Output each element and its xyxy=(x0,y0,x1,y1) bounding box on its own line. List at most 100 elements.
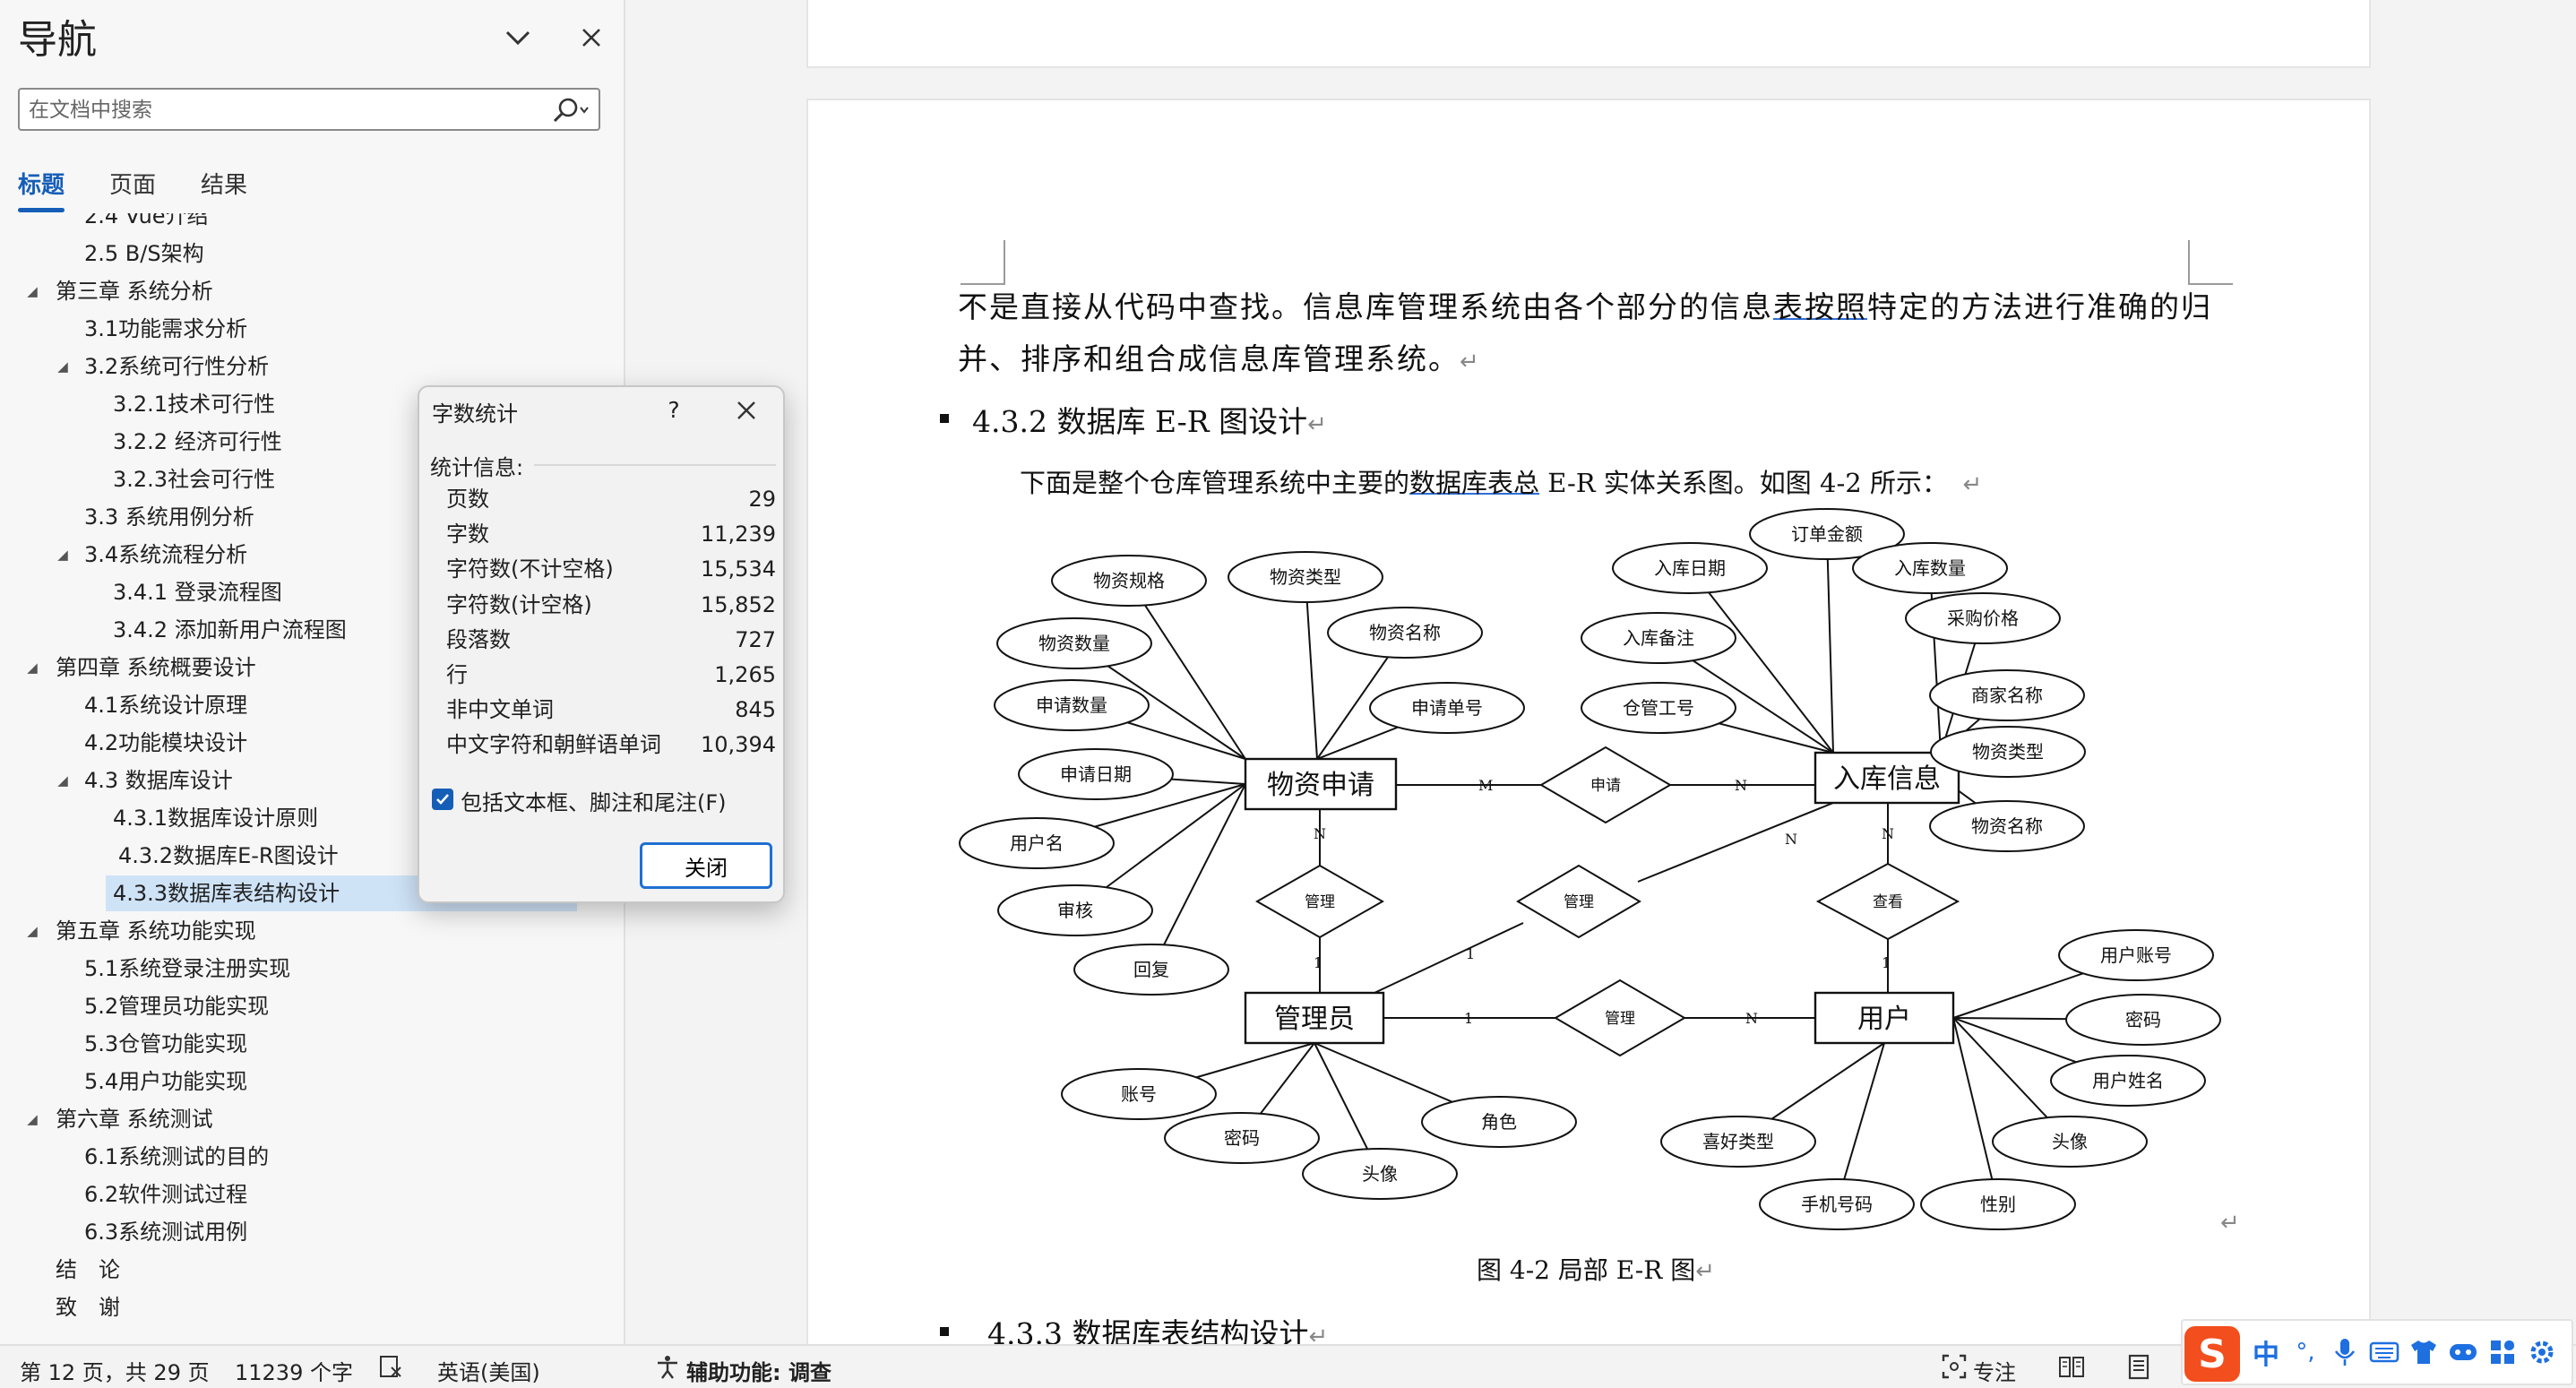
help-button[interactable]: ? xyxy=(668,397,680,423)
tab-pages[interactable]: 页面 xyxy=(109,172,157,199)
nav-tree-item[interactable]: ◢3.4系统流程分析 xyxy=(0,536,624,573)
nav-tree-label: 3.2系统可行性分析 xyxy=(84,354,270,379)
keyboard-icon[interactable] xyxy=(2365,1333,2403,1371)
nav-tree-item[interactable]: 5.3仓管功能实现 xyxy=(0,1025,624,1063)
nav-options-button[interactable] xyxy=(496,16,539,59)
expand-caret-icon[interactable]: ◢ xyxy=(57,547,68,563)
heading-4-3-2-text: 4.3.2 数据库 E-R 图设计 xyxy=(972,404,1308,439)
proofing-button[interactable] xyxy=(378,1353,405,1385)
nav-tree-item[interactable]: 3.2.1技术可行性 xyxy=(0,385,624,423)
close-icon xyxy=(737,401,755,419)
settings-icon[interactable] xyxy=(2523,1333,2561,1371)
paragraph-mark: ↵ xyxy=(1307,411,1327,438)
nav-tree-item[interactable]: 2.4 Vue介绍 xyxy=(0,213,624,235)
gamepad-icon[interactable] xyxy=(2444,1333,2482,1371)
print-layout-button[interactable] xyxy=(2125,1353,2152,1385)
microphone-icon[interactable] xyxy=(2326,1333,2364,1371)
nav-tree-item[interactable]: 2.5 B/S架构 xyxy=(0,235,624,272)
focus-mode-button[interactable]: 专注 xyxy=(1973,1360,2016,1385)
attribute-apply-label: 申请日期 xyxy=(1060,763,1132,785)
expand-caret-icon[interactable]: ◢ xyxy=(27,660,38,676)
nav-tree-item[interactable]: 致 谢 xyxy=(0,1289,624,1324)
attribute-stockin-label: 采购价格 xyxy=(1947,608,2019,629)
nav-tree-item[interactable]: 3.4.1 登录流程图 xyxy=(0,573,624,611)
nav-tree-label: 6.2软件测试过程 xyxy=(84,1182,248,1207)
nav-tree-item[interactable]: 结 论 xyxy=(0,1251,624,1289)
nav-tree-item[interactable]: 4.3.1数据库设计原则 xyxy=(0,799,624,837)
ime-punctuation-toggle[interactable]: °, xyxy=(2296,1339,2315,1366)
nav-tree-label: 结 论 xyxy=(56,1257,120,1282)
read-mode-icon xyxy=(2059,1357,2084,1377)
nav-tree-item[interactable]: 3.3 系统用例分析 xyxy=(0,498,624,536)
attribute-admin xyxy=(1061,1068,1217,1120)
tab-results[interactable]: 结果 xyxy=(201,172,248,199)
toolbox-icon[interactable] xyxy=(2484,1333,2521,1371)
attribute-user-label: 喜好类型 xyxy=(1702,1131,1774,1152)
nav-tree-item[interactable]: 5.2管理员功能实现 xyxy=(0,987,624,1025)
read-mode-button[interactable] xyxy=(2057,1353,2086,1385)
nav-tree-item[interactable]: 3.2.3社会可行性 xyxy=(0,461,624,498)
nav-tree-item[interactable]: 3.4.2 添加新用户流程图 xyxy=(0,611,624,649)
search-button[interactable] xyxy=(548,95,591,125)
nav-tree-item[interactable]: ◢第四章 系统概要设计 xyxy=(0,649,624,686)
expand-caret-icon[interactable]: ◢ xyxy=(27,923,38,939)
expand-caret-icon[interactable]: ◢ xyxy=(57,358,68,375)
dialog-close-button[interactable] xyxy=(724,391,769,430)
nav-tree-item[interactable]: 6.1系统测试的目的 xyxy=(0,1138,624,1176)
nav-tree-item[interactable]: 5.1系统登录注册实现 xyxy=(0,950,624,987)
attribute-apply xyxy=(1051,555,1207,607)
nav-tree-item[interactable]: 6.3系统测试用例 xyxy=(0,1213,624,1251)
nav-tree-item[interactable]: ◢ 3.2系统可行性分析 xyxy=(0,348,624,385)
attribute-apply-label: 申请单号 xyxy=(1411,697,1483,719)
word-count[interactable]: 11239 个字 xyxy=(235,1360,353,1385)
connector-line xyxy=(1826,533,1834,754)
checkbox-label[interactable]: 包括文本框、脚注和尾注(F) xyxy=(461,790,727,815)
skin-icon[interactable] xyxy=(2405,1333,2442,1371)
nav-tree-item[interactable]: ◢4.3 数据库设计 xyxy=(0,762,624,799)
include-textboxes-checkbox[interactable] xyxy=(432,789,453,810)
paragraph-mark: ↵ xyxy=(1947,471,1983,498)
cardinality-label: N xyxy=(1745,1010,1758,1027)
nav-tree-item[interactable]: 4.3.2数据库E-R图设计 xyxy=(0,837,624,875)
entity-admin-label: 管理员 xyxy=(1274,1004,1355,1035)
heading-4-3-2[interactable]: 4.3.2 数据库 E-R 图设计↵ xyxy=(972,398,1327,441)
expand-caret-icon[interactable]: ◢ xyxy=(27,1111,38,1127)
nav-tree-item[interactable]: ◢ 第三章 系统分析 xyxy=(0,272,624,310)
figure-caption[interactable]: 图 4-2 局部 E-R 图↵ xyxy=(1477,1251,1715,1287)
nav-tree-label: 3.2.2 经济可行性 xyxy=(113,429,282,454)
page-count[interactable]: 第 12 页，共 29 页 xyxy=(20,1360,210,1385)
nav-tree-label: 5.1系统登录注册实现 xyxy=(84,956,291,981)
accessibility-status[interactable]: 辅助功能: 调查 xyxy=(686,1360,831,1385)
stat-value: 11,239 xyxy=(701,522,776,547)
nav-tree-item[interactable]: 6.2软件测试过程 xyxy=(0,1176,624,1213)
sogou-logo-icon[interactable]: S xyxy=(2184,1326,2240,1382)
nav-close-button[interactable] xyxy=(570,16,613,59)
nav-tree-item[interactable]: 5.4用户功能实现 xyxy=(0,1063,624,1100)
nav-tree-item[interactable]: 3.2.2 经济可行性 xyxy=(0,423,624,461)
search-input[interactable] xyxy=(29,95,548,125)
nav-tree-item[interactable]: 4.2功能模块设计 xyxy=(0,724,624,762)
relation-manage-apply-label: 管理 xyxy=(1305,893,1335,911)
tab-headings[interactable]: 标题 xyxy=(18,167,65,212)
relation-manage-stockin xyxy=(1516,864,1641,939)
body-paragraph[interactable]: 不是直接从代码中查找。信息库管理系统由各个部分的信息表按照特定的方法进行准确的归… xyxy=(958,281,2230,388)
nav-tree-item[interactable]: ◢第六章 系统测试 xyxy=(0,1100,624,1138)
ime-toolbar: S 中 °, xyxy=(2181,1319,2573,1385)
chevron-down-icon xyxy=(505,30,530,46)
nav-tree-item[interactable]: 3.1功能需求分析 xyxy=(0,310,624,348)
attribute-user xyxy=(1660,1116,1816,1168)
ime-mode-toggle[interactable]: 中 xyxy=(2253,1340,2279,1371)
nav-tree-label: 第三章 系统分析 xyxy=(56,279,213,304)
nav-tree-item[interactable]: ◢第五章 系统功能实现 xyxy=(0,912,624,950)
page-previous xyxy=(806,0,2371,68)
connector-line xyxy=(1929,567,1942,754)
nav-tree-label: 3.1功能需求分析 xyxy=(84,316,248,341)
language-indicator[interactable]: 英语(美国) xyxy=(437,1360,540,1385)
expand-caret-icon[interactable]: ◢ xyxy=(57,772,68,789)
nav-tree-item[interactable]: 4.1系统设计原理 xyxy=(0,686,624,724)
close-button[interactable]: 关闭 xyxy=(640,842,772,889)
stats-heading: 统计信息: xyxy=(430,455,524,480)
er-intro-paragraph[interactable]: 下面是整个仓库管理系统中主要的数据库表总 E-R 实体关系图。如图 4-2 所示… xyxy=(1020,462,1982,500)
expand-caret-icon[interactable]: ◢ xyxy=(27,283,38,299)
